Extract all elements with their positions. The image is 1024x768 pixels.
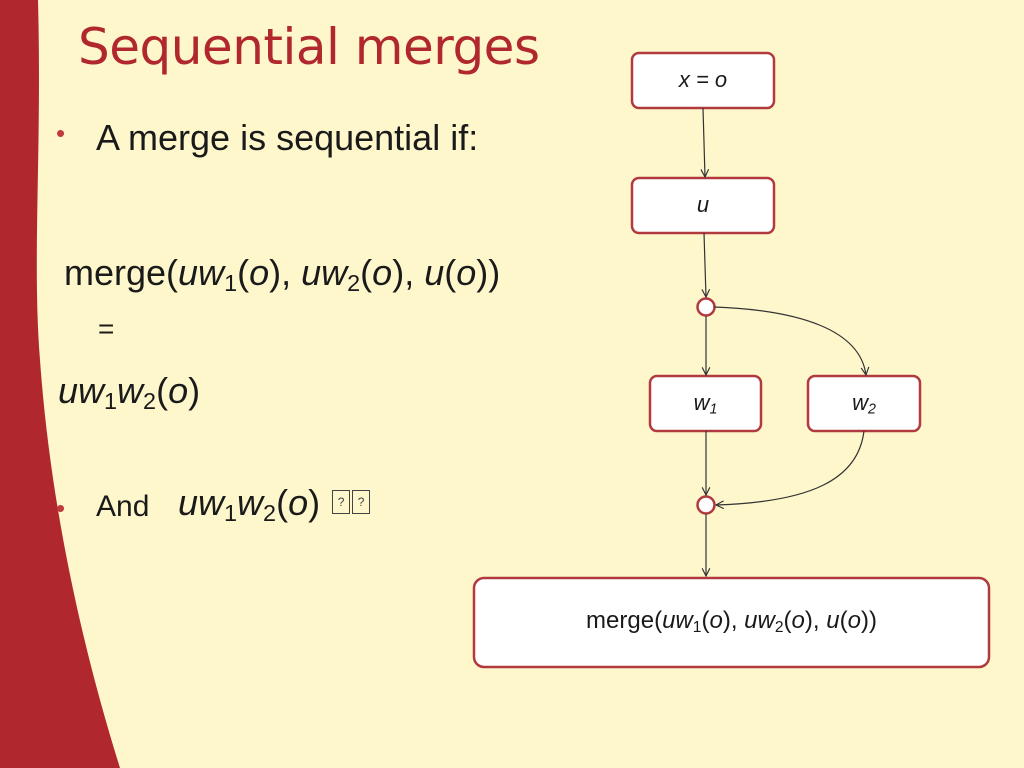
expr-sub: 2 (774, 618, 784, 636)
expr-sub: 2 (263, 499, 277, 526)
bullet-2-expression: uw1w2(o) ?? (178, 482, 371, 527)
expr-var: uw (178, 252, 225, 293)
node-merge-label: merge(uw1(o), uw2(o), u(o)) (586, 607, 877, 636)
expr-var: u (424, 252, 445, 293)
expr-sub: 2 (143, 387, 157, 414)
expr-arg: o (456, 252, 477, 293)
expr-text: merge( (64, 252, 179, 293)
node-var: w (693, 390, 710, 415)
node-w1-label: w1 (650, 390, 761, 418)
equals-sign: = (98, 313, 115, 344)
join-point (696, 495, 716, 515)
missing-glyph-icon: ? (352, 490, 371, 515)
expr-text: ) (868, 607, 877, 634)
expr-sub: 1 (224, 269, 238, 296)
left-sidebar-shape (0, 0, 120, 768)
node-u-label: u (696, 192, 710, 217)
node-merge-box (472, 576, 991, 669)
expr-var: w (237, 482, 264, 523)
branch-point (696, 297, 716, 317)
expr-var: uw (58, 370, 105, 411)
merge-expression: merge(uw1(o), uw2(o), u(o)) (64, 252, 501, 296)
expr-arg: o (249, 252, 270, 293)
expr-sep: , (812, 607, 827, 634)
expr-sep: , (281, 252, 302, 293)
expr-arg: o (791, 607, 805, 634)
expr-arg: o (709, 607, 723, 634)
expr-var: uw (301, 252, 348, 293)
expr-text: ) (488, 252, 501, 293)
bullet-1: • (56, 118, 65, 149)
expr-arg: o (168, 370, 189, 411)
expr-sub: 1 (692, 618, 702, 636)
expr-var: uw (662, 607, 693, 634)
node-sub: 1 (709, 401, 718, 418)
expr-var: uw (178, 482, 225, 523)
expr-arg: o (847, 607, 861, 634)
node-w2-label: w2 (808, 390, 920, 418)
expr-var: w (117, 370, 144, 411)
node-sub: 2 (867, 401, 876, 418)
expr-sub: 1 (224, 499, 238, 526)
expr-text: merge( (586, 607, 663, 634)
edge-branch-to-w2 (713, 306, 866, 375)
expr-sub: 2 (347, 269, 361, 296)
result-expression: uw1w2(o) (58, 370, 201, 414)
expr-arg: o (288, 482, 309, 523)
bullet-dot: • (56, 118, 66, 148)
slide-title: Sequential merges (78, 18, 540, 76)
bullet-1-text: A merge is sequential if: (96, 117, 479, 158)
bullet-2: • (56, 493, 65, 524)
node-x-label: x = o (678, 67, 728, 92)
expr-sep: , (404, 252, 425, 293)
bullet-dot: • (56, 493, 66, 523)
edge-u-to-branch (704, 232, 706, 297)
expr-sep: , (730, 607, 745, 634)
edge-w2-to-join (716, 430, 865, 505)
expr-arg: o (372, 252, 393, 293)
expr-var: u (826, 607, 840, 634)
expr-var: uw (744, 607, 775, 634)
node-var: w (852, 390, 868, 415)
missing-glyph-icon: ? (332, 490, 351, 515)
expr-sub: 1 (104, 387, 118, 414)
edge-x-to-u (703, 107, 705, 177)
bullet-2-label: And (96, 490, 150, 523)
